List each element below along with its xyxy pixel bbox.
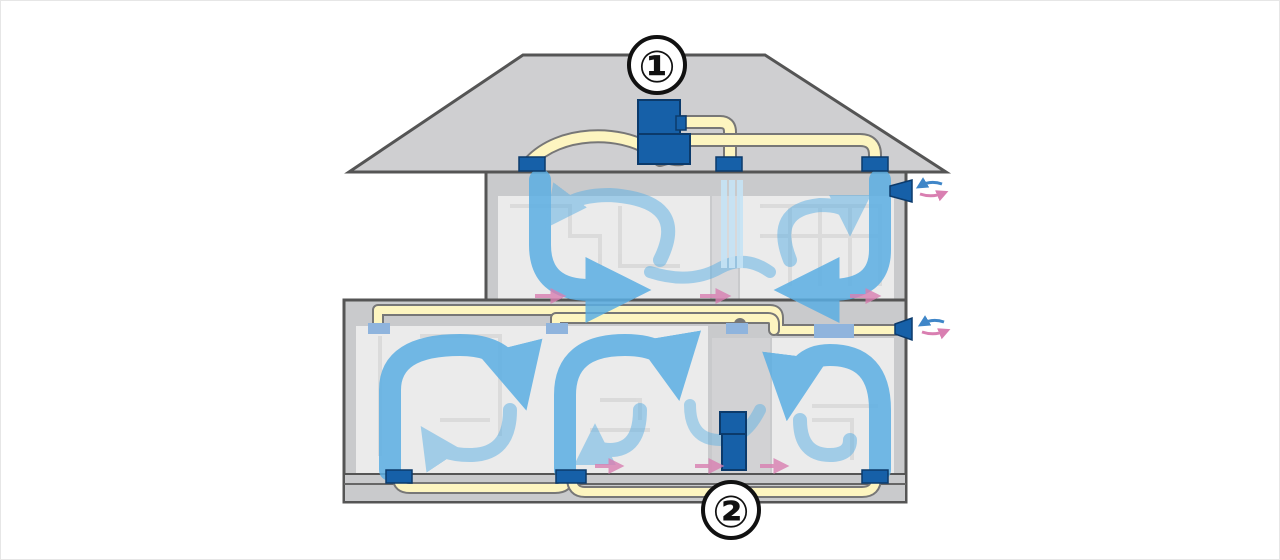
airflow-arrow-icon <box>529 169 652 323</box>
airflow-arrow-icon <box>777 194 871 267</box>
register-icon <box>861 469 889 484</box>
airflow-arrow-icon <box>544 182 676 267</box>
airflow-arrow-icon <box>644 256 776 284</box>
register-icon <box>518 156 546 172</box>
vent-icon <box>726 323 748 334</box>
vertical-supply-stream <box>721 180 743 268</box>
duct-registers <box>385 156 889 484</box>
outdoor-air-intake-icon <box>889 179 913 342</box>
airflow-arrow-icon <box>379 333 543 481</box>
vent-icon <box>814 324 854 338</box>
airflow-loops <box>379 169 891 481</box>
outside-air-arrows <box>915 177 951 340</box>
airflow-arrow-icon <box>420 403 517 473</box>
vent-icon <box>546 323 568 334</box>
ceiling-vents <box>368 323 854 338</box>
air-conditioner-unit-icon <box>637 99 691 165</box>
unit-1-label: ① <box>627 35 687 95</box>
register-icon <box>555 469 587 484</box>
register-icon <box>385 469 413 484</box>
air-handler-unit-icon <box>719 411 747 471</box>
unit-2-label: ② <box>701 480 761 540</box>
airflow-arrow-icon <box>684 399 766 447</box>
airflow-arrow-icon <box>574 403 647 466</box>
vent-icon <box>368 323 390 334</box>
airflow-arrow-icon <box>762 343 891 481</box>
svg-text:②: ② <box>712 487 749 538</box>
exhaust-arrows <box>535 288 882 474</box>
airflow-arrow-icon <box>793 413 857 463</box>
airflow-arrow-icon <box>554 330 702 481</box>
register-icon <box>715 156 743 172</box>
svg-text:①: ① <box>638 42 675 93</box>
register-icon <box>861 156 889 172</box>
airflow-arrow-icon <box>773 169 891 323</box>
